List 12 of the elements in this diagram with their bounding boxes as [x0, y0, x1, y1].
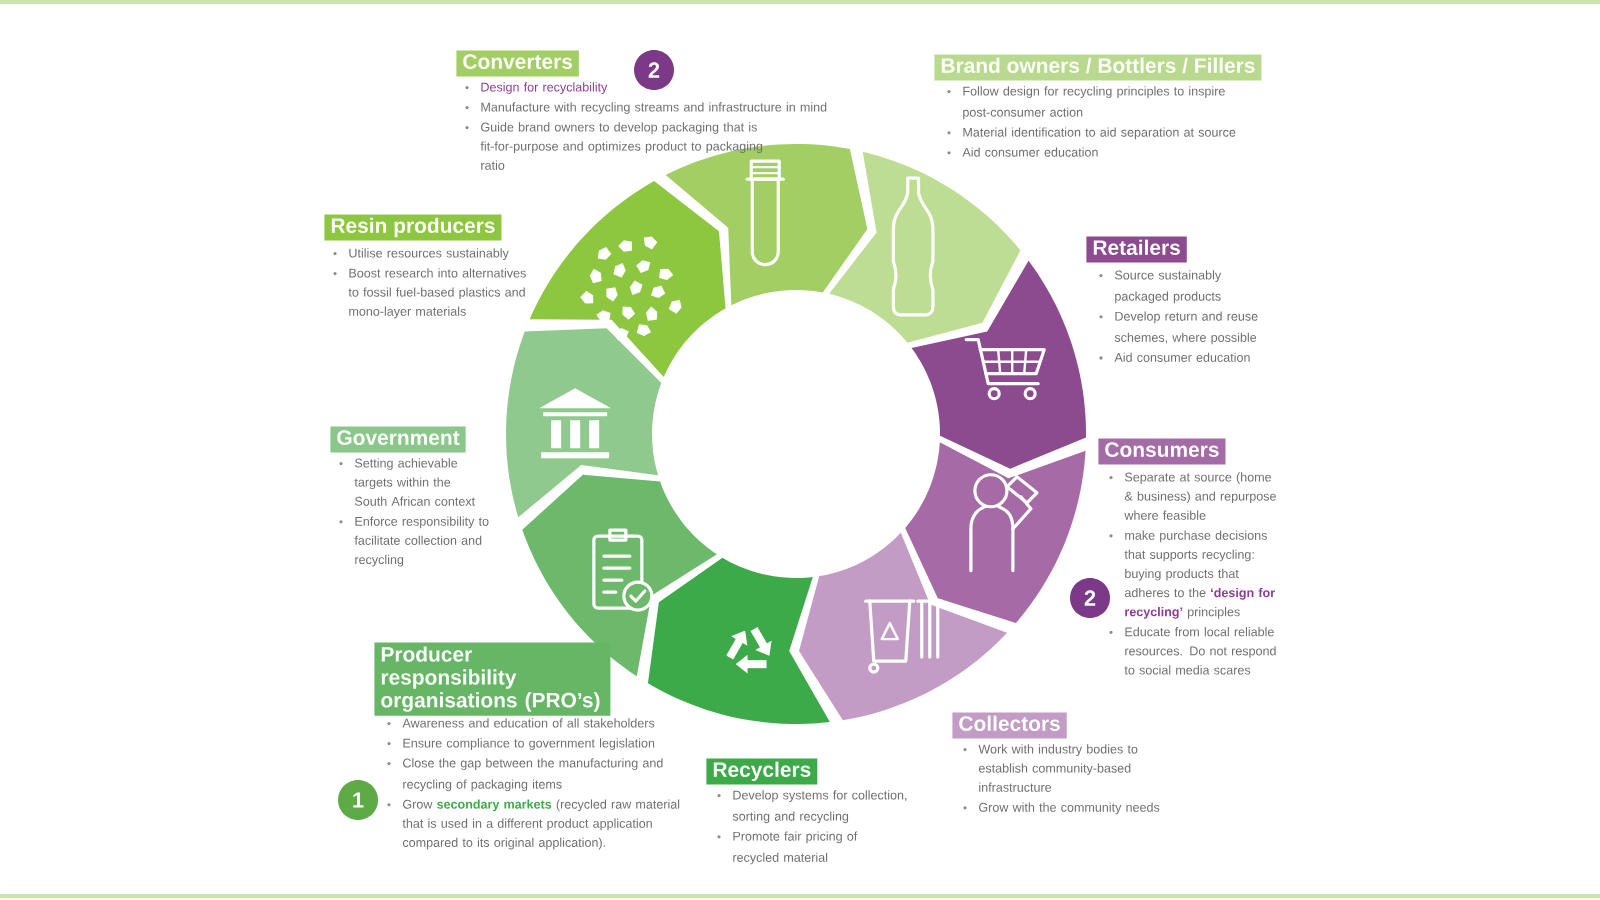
number-badge: 2: [1070, 578, 1110, 618]
heading-box: Recyclers: [706, 758, 818, 785]
heading-box: Brand owners / Bottlers / Fillers: [934, 54, 1262, 81]
number-badge: 2: [634, 50, 674, 90]
heading-box: Consumers: [1098, 438, 1226, 465]
heading-box: Producer responsibility organisations (PRO’s): [374, 642, 611, 716]
heading-box: Converters: [456, 50, 579, 77]
heading-box: Government: [330, 426, 466, 453]
heading-box: Resin producers: [324, 214, 502, 241]
heading-box: Collectors: [952, 712, 1067, 739]
heading-box: Retailers: [1086, 236, 1187, 263]
number-badge: 1: [338, 780, 378, 820]
